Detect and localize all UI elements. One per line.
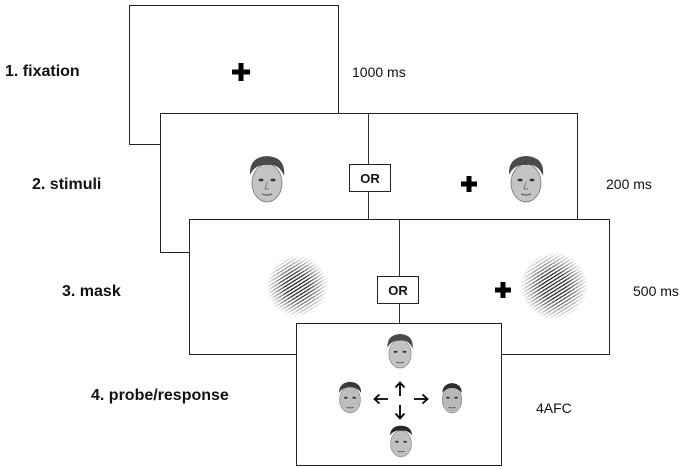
mask-grating-right (520, 252, 588, 320)
timing-stimuli: 200 ms (606, 176, 652, 192)
step-label-stimuli: 2. stimuli (32, 176, 102, 193)
probe-face-right-icon (441, 383, 463, 414)
step-label-probe-response: 4. probe/response (91, 387, 229, 404)
mask-fixation-cross-icon (495, 282, 511, 298)
step-label-fixation: 1. fixation (5, 63, 80, 80)
arrow-left-icon (373, 393, 388, 405)
probe-screen (296, 323, 502, 466)
stimuli-fixation-cross-icon (461, 176, 477, 192)
timing-probe: 4AFC (536, 400, 572, 416)
face-stimulus-left-icon (249, 156, 285, 203)
face-stimulus-right-icon (508, 156, 544, 203)
stimuli-or-box: OR (349, 164, 391, 192)
timing-fixation: 1000 ms (352, 64, 406, 80)
step-label-mask: 3. mask (62, 283, 121, 300)
mask-grating-left (266, 255, 328, 317)
probe-face-bottom-icon (389, 425, 413, 458)
arrow-down-icon (394, 405, 406, 420)
probe-face-left-icon (338, 381, 362, 414)
mask-screen: OR (189, 219, 610, 355)
arrow-right-icon (414, 393, 429, 405)
fixation-cross-icon (232, 63, 250, 81)
timing-mask: 500 ms (633, 283, 679, 299)
arrow-up-icon (394, 381, 406, 396)
mask-or-box: OR (377, 276, 419, 304)
probe-face-top-icon (387, 334, 413, 369)
